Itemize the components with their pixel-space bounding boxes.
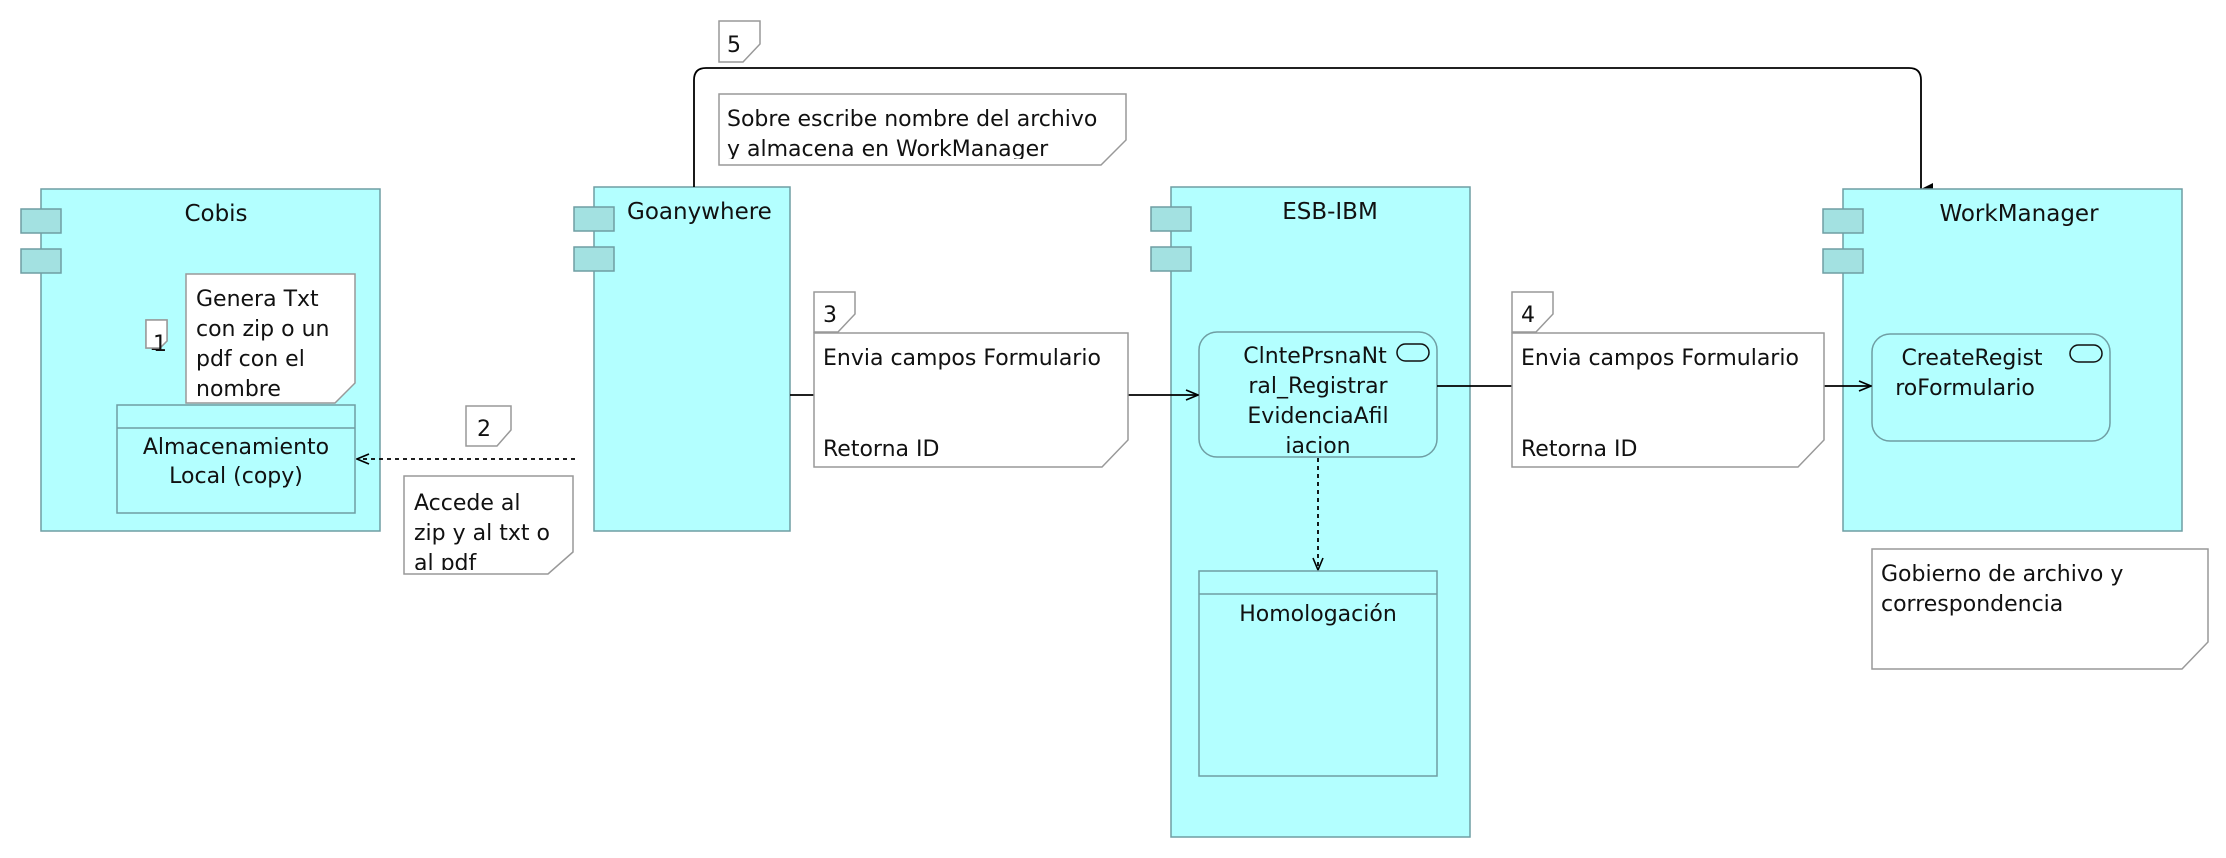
component-port-icon (20, 248, 62, 274)
data-store-almacenamiento[interactable]: Almacenamiento Local (copy) (116, 404, 356, 514)
store-label-line: Local (copy) (169, 464, 303, 489)
note-line: al pdf (414, 551, 478, 576)
service-icon (1396, 343, 1430, 362)
note-step-5: Sobre escribe nombre del archivo y almac… (718, 93, 1127, 166)
step-number: 1 (153, 332, 167, 357)
store-label-line: Almacenamiento (143, 435, 329, 460)
note-line: nombre (196, 377, 281, 402)
step-5-badge: 5 (718, 20, 761, 63)
note-line: Accede al (414, 491, 520, 516)
service-label-line: roFormulario (1895, 376, 2035, 401)
flow-arrow-step-5 (693, 67, 1933, 195)
note-line: y almacena en WorkManager (727, 137, 1049, 162)
component-port-icon (1822, 248, 1864, 274)
component-port-icon (1822, 208, 1864, 234)
step-number: 3 (823, 303, 837, 328)
homologacion-label: Homologación (1239, 602, 1397, 627)
component-goanywhere[interactable]: Goanywhere (573, 186, 791, 532)
note-step-2: Accede al zip y al txt o al pdf (403, 475, 574, 576)
component-title-goanywhere: Goanywhere (627, 199, 772, 225)
component-title-workmanager: WorkManager (1939, 201, 2099, 227)
service-icon (2069, 344, 2103, 363)
note-step-4: Envia campos Formulario Retorna ID (1511, 332, 1825, 468)
step-4-badge: 4 (1511, 291, 1554, 333)
note-line: correspondencia (1881, 592, 2063, 617)
component-title-cobis: Cobis (184, 201, 247, 227)
step-number: 2 (477, 417, 491, 442)
component-port-icon (20, 208, 62, 234)
service-clnte-prsna-registrar[interactable]: ClntePrsnaNt ral_Registrar EvidenciaAfil… (1198, 331, 1438, 459)
note-line: pdf con el (196, 347, 305, 372)
service-create-registro-formulario[interactable]: CreateRegist roFormulario (1871, 333, 2111, 442)
component-homologacion[interactable]: Homologación (1198, 570, 1438, 777)
step-3-badge: 3 (813, 291, 856, 333)
step-number: 4 (1521, 303, 1535, 328)
service-label-line: CreateRegist (1901, 346, 2042, 371)
note-line: zip y al txt o (414, 521, 550, 546)
note-line: Retorna ID (823, 437, 939, 462)
service-label-line: ClntePrsnaNt (1243, 344, 1387, 369)
service-label-line: EvidenciaAfil (1247, 404, 1388, 429)
component-port-icon (573, 206, 615, 232)
note-line: Envia campos Formulario (1521, 346, 1799, 371)
note-line: Retorna ID (1521, 437, 1637, 462)
step-2-badge: 2 (465, 405, 512, 447)
note-line: Sobre escribe nombre del archivo (727, 107, 1097, 132)
note-gobierno: Gobierno de archivo y correspondencia (1871, 548, 2209, 670)
note-line: con zip o un (196, 317, 329, 342)
component-port-icon (1150, 206, 1192, 232)
step-number: 5 (727, 33, 741, 58)
note-line: Envia campos Formulario (823, 346, 1101, 371)
component-port-icon (573, 246, 615, 272)
component-title-esb-ibm: ESB-IBM (1282, 199, 1378, 225)
note-line: Genera Txt (196, 287, 319, 312)
note-line: Gobierno de archivo y (1881, 562, 2123, 587)
service-label-line: iacion (1285, 434, 1350, 459)
service-label-line: ral_Registrar (1248, 374, 1388, 399)
component-port-icon (1150, 246, 1192, 272)
note-step-3: Envia campos Formulario Retorna ID (813, 332, 1129, 468)
